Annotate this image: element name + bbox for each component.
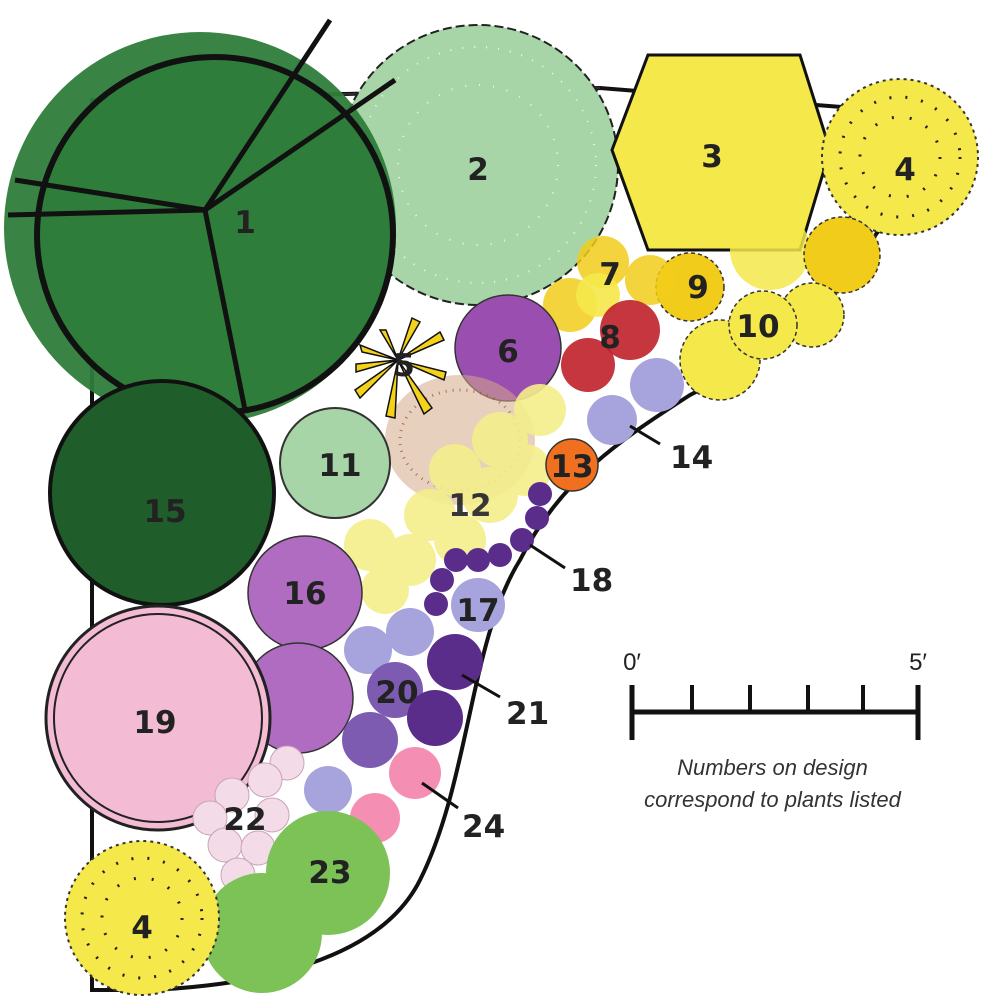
plant-1: 1 <box>4 18 397 424</box>
plant-9-label: 9 <box>687 270 709 306</box>
plant-18: 18 <box>424 482 613 616</box>
plant-22: 22 <box>192 745 305 893</box>
plant-24-label: 24 <box>462 809 505 845</box>
plant-17: 17 <box>451 578 505 632</box>
plant-4-bottom-label: 4 <box>131 910 153 946</box>
plant-4-bottom: 4 <box>64 840 220 996</box>
plant-24: 24 <box>350 747 505 845</box>
plant-16-label: 16 <box>283 576 326 612</box>
plant-11: 11 <box>279 407 391 519</box>
plant-6-label: 6 <box>497 334 519 370</box>
plant-5: 5 <box>353 316 447 419</box>
scale-bar: 0′ 5′ <box>623 649 927 740</box>
plant-14-label: 14 <box>670 440 713 476</box>
plant-15-label: 15 <box>143 494 186 530</box>
scale-end-label: 5′ <box>909 649 927 676</box>
plant-3: 3 <box>610 53 832 252</box>
plant-3-label: 3 <box>701 139 723 175</box>
plant-22-label: 22 <box>223 802 266 838</box>
plant-8: 8 <box>561 300 660 392</box>
legend-note-line-2: correspond to plants listed <box>644 787 901 812</box>
plant-2-label: 2 <box>467 152 489 188</box>
plant-4-top-label: 4 <box>894 152 916 188</box>
plant-2: 2 <box>337 24 619 306</box>
plant-11-label: 11 <box>318 448 361 484</box>
plant-10: 10 <box>679 210 881 401</box>
plant-20: 20 <box>304 608 434 814</box>
legend-note: Numbers on design correspond to plants l… <box>600 752 945 816</box>
plant-19-label: 19 <box>133 705 176 741</box>
plant-10-label: 10 <box>736 309 779 345</box>
plant-23: 23 <box>202 811 390 993</box>
plant-7: 7 <box>543 236 675 332</box>
plant-16: 16 <box>242 535 363 754</box>
plant-15: 15 <box>48 379 276 607</box>
plant-13-label: 13 <box>550 449 593 485</box>
plant-14: 14 <box>587 358 713 476</box>
plant-8-label: 8 <box>599 320 621 356</box>
plant-21: 21 <box>407 634 549 746</box>
plant-4-top: 4 <box>821 78 979 236</box>
plant-18-label: 18 <box>570 563 613 599</box>
scale-start-label: 0′ <box>623 649 641 676</box>
plant-12: 12 <box>344 384 566 614</box>
plant-19: 19 <box>44 604 272 832</box>
plant-12-label: 12 <box>448 488 491 524</box>
plant-5-label: 5 <box>393 348 415 384</box>
plant-1-label: 1 <box>234 205 256 241</box>
plant-17-label: 17 <box>456 593 499 629</box>
plant-9: 9 <box>655 252 725 322</box>
plant-13: 13 <box>545 438 599 492</box>
plant-21-label: 21 <box>506 696 549 732</box>
plant-7-label: 7 <box>599 257 621 293</box>
legend-note-line-1: Numbers on design <box>677 755 868 780</box>
plant-23-label: 23 <box>308 855 351 891</box>
